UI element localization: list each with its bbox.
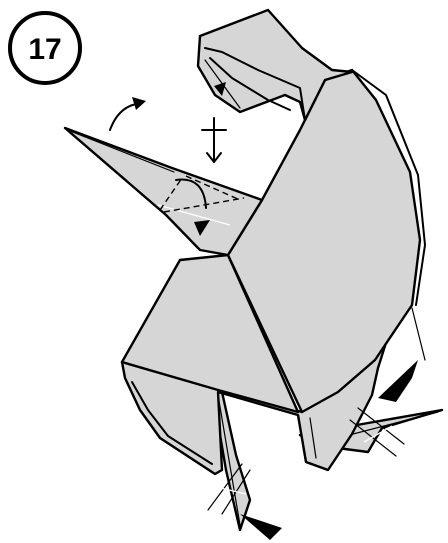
push-arrow-icon [202,118,226,162]
step-number: 17 [28,33,61,66]
rotate-arrow-icon [110,97,146,130]
left-pointer-arrow-icon [240,514,282,540]
beak [65,128,262,255]
right-pointer-arrow-icon [378,360,418,402]
step-badge: 17 [10,13,80,83]
